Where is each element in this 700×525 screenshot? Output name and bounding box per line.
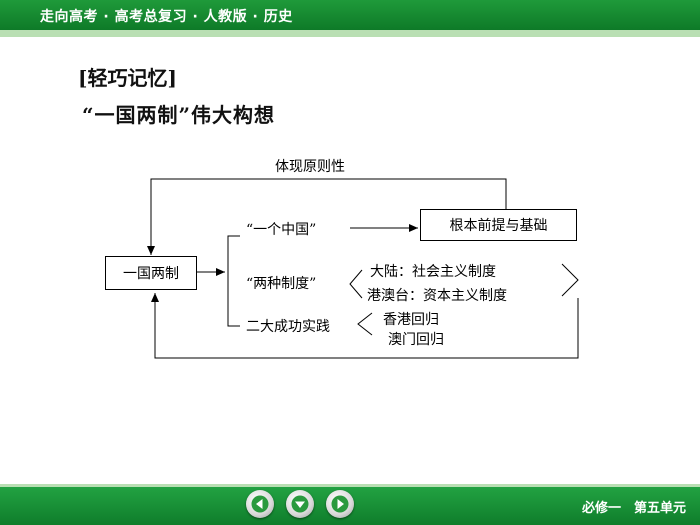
foundation-node: 根本前提与基础: [420, 209, 577, 241]
right-closing-bracket: [561, 263, 579, 297]
footer-stripe: [0, 484, 700, 488]
prev-button[interactable]: [246, 490, 274, 518]
practice-brace: [357, 312, 373, 336]
branch-two-systems: “两种制度”: [246, 276, 317, 292]
branch-one-china: “一个中国”: [246, 222, 317, 238]
down-button[interactable]: [286, 490, 314, 518]
arrow-left-icon: [251, 495, 269, 513]
header-bar: 走向高考 · 高考总复习 · 人教版 · 历史: [0, 0, 700, 30]
foundation-node-label: 根本前提与基础: [449, 218, 548, 234]
header-stripe: [0, 30, 700, 37]
hk-macau-tw-system: 港澳台：资本主义制度: [367, 288, 507, 304]
hk-return: 香港回归: [383, 312, 439, 328]
main-title: “一国两制”伟大构想: [82, 103, 276, 127]
root-node-label: 一国两制: [123, 266, 179, 282]
mainland-system: 大陆：社会主义制度: [370, 264, 496, 280]
header-title: 走向高考 · 高考总复习 · 人教版 · 历史: [40, 9, 293, 25]
section-label: [轻巧记忆]: [78, 66, 177, 90]
arrow-right-icon: [331, 495, 349, 513]
arrow-down-icon: [291, 495, 309, 513]
branch-practice: 二大成功实践: [246, 319, 330, 335]
top-loop-label: 体现原则性: [275, 159, 345, 175]
two-systems-brace: [349, 269, 363, 299]
next-button[interactable]: [326, 490, 354, 518]
macau-return: 澳门回归: [388, 332, 444, 348]
root-node: 一国两制: [105, 256, 197, 290]
bottom-loop-arrow: [151, 293, 579, 359]
footer-label: 必修一 第五单元: [581, 501, 686, 516]
top-loop-arrow: [147, 178, 507, 255]
branch-bracket: [227, 235, 240, 327]
